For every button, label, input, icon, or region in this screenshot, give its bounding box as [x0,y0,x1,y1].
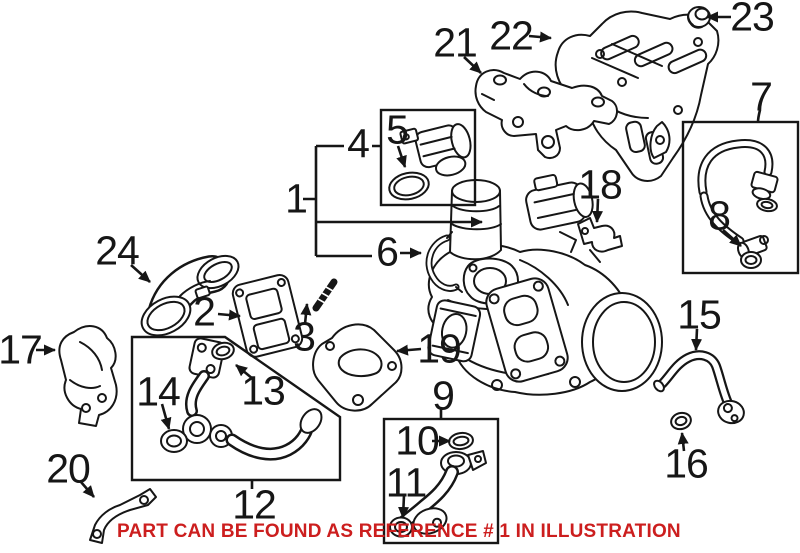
callout-14: 14 [136,368,181,415]
part-seal-ring-16-icon [670,411,692,431]
part-intake-elbow-icon [140,254,240,337]
callout-1: 1 [285,175,308,222]
callout-21: 21 [433,19,478,66]
callout-23: 23 [730,0,775,40]
callout-3: 3 [293,313,316,360]
part-plug-icon [687,6,711,29]
callout-15: 15 [677,291,722,338]
part-diverter-valve-icon [399,123,472,177]
callout-17: 17 [0,326,43,373]
group-box-coolant-pipe [130,335,342,482]
callout-13: 13 [241,367,286,414]
callout-24: 24 [95,227,140,274]
callout-6: 6 [376,228,399,275]
part-pipe-washer-icon [160,429,188,453]
callout-8: 8 [708,192,731,239]
part-flange-gasket-icon [312,323,403,412]
group-box-oil-supply [681,120,800,275]
reference-note: PART CAN BE FOUND AS REFERENCE # 1 IN IL… [117,521,681,542]
part-gasket-plate-icon [231,273,304,358]
part-valve-o-ring-icon [388,171,430,201]
part-turbocharger-icon [427,174,663,396]
group-box-valve-kit [379,108,477,207]
callout-7: 7 [750,73,773,120]
part-lower-bracket-icon [89,488,157,544]
callout-16: 16 [664,440,709,487]
part-oil-line-seal-icon [740,251,762,269]
part-support-bracket-icon [474,69,618,159]
part-bracket-icon [577,217,623,253]
callout-11: 11 [385,459,428,506]
part-stud-icon [312,278,338,312]
callout-9: 9 [432,372,455,419]
callout-20: 20 [46,445,91,492]
callout-2: 2 [193,288,216,335]
callout-19: 19 [417,325,462,372]
callout-10: 10 [395,417,440,464]
callout-22: 22 [489,12,534,59]
callout-4: 4 [347,120,370,167]
part-pipe-o-ring-icon [211,341,235,361]
part-shield-bracket-icon [58,325,118,427]
leader-lines [36,11,762,519]
part-retaining-clip-icon [425,231,463,293]
callout-18: 18 [578,161,623,208]
part-coolant-pipe-icon [653,350,745,425]
part-return-o-ring-icon [448,431,474,451]
callout-12: 12 [232,481,277,528]
callout-5: 5 [386,106,409,153]
